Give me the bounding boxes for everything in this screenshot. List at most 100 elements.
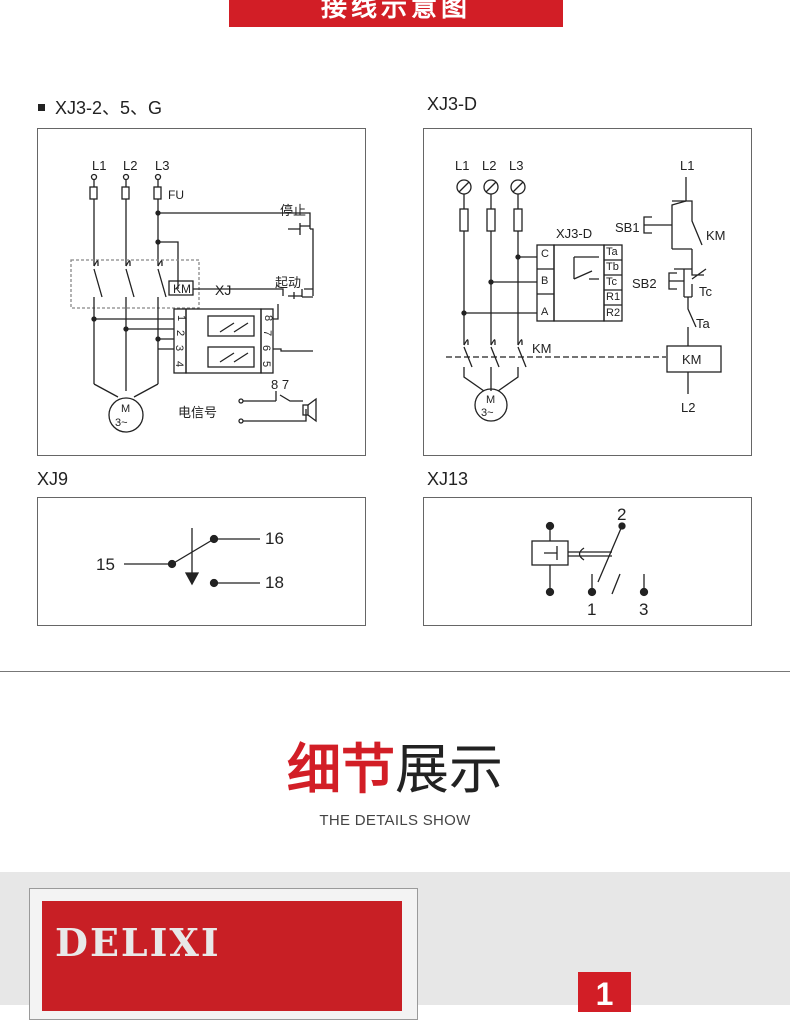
start-button — [288, 289, 313, 299]
label-sb2: SB2 — [632, 276, 657, 291]
sensor-wires — [94, 318, 174, 350]
terminal-ta: Ta — [606, 246, 619, 258]
label-sb1: SB1 — [615, 220, 640, 235]
label-l3: L3 — [509, 158, 523, 173]
fuse-2 — [121, 186, 130, 200]
label-km: KM — [173, 282, 191, 296]
contact-arcs — [93, 260, 163, 267]
label-km-contact: KM — [706, 228, 726, 243]
wiring-diagram-banner: 接线示意图 — [229, 0, 563, 27]
horn-icon — [307, 397, 317, 423]
label-motor-phase: 3~ — [481, 407, 494, 419]
section-label-xj13: XJ13 — [427, 469, 469, 489]
control-wire-top — [158, 212, 311, 289]
label-l1: L1 — [455, 158, 469, 173]
label-l2: L2 — [123, 158, 137, 173]
label-motor-m: M — [121, 403, 130, 415]
xj-output-wires — [273, 304, 313, 352]
phase-lines-upper — [93, 180, 159, 266]
sb1-km-contacts — [671, 200, 703, 269]
terminal-a: A — [541, 306, 549, 318]
motor-feed — [93, 383, 159, 398]
label-km: KM — [532, 341, 552, 356]
diagram-panel-xj9: 15 16 18 — [37, 497, 366, 626]
motor-circle — [108, 397, 144, 433]
wiring-diagram-xj3-25g: L1 L2 L3 FU 停止 起动 KM XJ 1 2 3 4 8 7 6 5 — [70, 158, 317, 433]
pin-left-4: 4 — [173, 361, 185, 367]
terminal-r1: R1 — [606, 291, 620, 303]
junction-dot — [155, 239, 161, 245]
label-stop: 停止 — [280, 203, 306, 218]
label-xj: XJ — [215, 282, 231, 298]
diagram-panel-xj3-25g: L1 L2 L3 FU 停止 起动 KM XJ 1 2 3 4 8 7 6 5 — [37, 128, 366, 456]
label-motor-phase: 3~ — [115, 417, 128, 429]
xj13-link — [568, 547, 612, 561]
section-divider — [0, 671, 790, 672]
label-motor-m: M — [486, 394, 495, 406]
xj-module-body — [185, 308, 262, 374]
pin-right-8: 8 — [262, 315, 274, 321]
section-label-xj3-25g: XJ3-2、5、G — [38, 94, 162, 120]
xj-relay-lower — [207, 346, 255, 368]
device-contact — [573, 256, 599, 280]
sense-wires — [464, 256, 537, 314]
junction-dot — [155, 210, 161, 216]
wiring-diagram-xj3-d: L1 L2 L3 XJ3-D C B A Ta Tb Tc R1 R2 KM M… — [446, 158, 726, 422]
pin-left-2: 2 — [174, 330, 186, 336]
terminal-1: 1 — [587, 600, 596, 619]
pin-right-5: 5 — [260, 361, 272, 367]
diagram-panel-xj13: 2 1 3 — [423, 497, 752, 626]
terminal-16: 16 — [265, 529, 284, 548]
label-fu: FU — [168, 188, 184, 202]
label-ctrl-l1: L1 — [680, 158, 694, 173]
label-ctrl-l2: L2 — [681, 400, 695, 415]
phase-lines — [463, 194, 519, 345]
diagram-panel-xj3-d: L1 L2 L3 XJ3-D C B A Ta Tb Tc R1 R2 KM M… — [423, 128, 752, 456]
detail-number-badge: 1 — [578, 972, 631, 1012]
km-coil-box — [666, 345, 722, 373]
label-signal: 电信号 — [178, 405, 217, 420]
terminal-tc: Tc — [606, 276, 618, 288]
xj9-switch-lines — [124, 528, 260, 584]
label-l3: L3 — [155, 158, 169, 173]
label-87: 8 7 — [271, 377, 289, 392]
terminal-15: 15 — [96, 555, 115, 574]
pin-left-1: 1 — [175, 315, 187, 321]
label-tc: Tc — [699, 284, 713, 299]
details-title: 细节展示 — [0, 738, 790, 802]
wiring-diagram-xj13: 2 1 3 — [531, 505, 648, 619]
phase-lines-lower — [93, 297, 159, 384]
terminal-3: 3 — [639, 600, 648, 619]
pin-left-3: 3 — [173, 345, 185, 351]
terminal-18: 18 — [265, 573, 284, 592]
stop-button — [288, 223, 314, 296]
details-subtitle: THE DETAILS SHOW — [319, 812, 471, 829]
label-device: XJ3-D — [556, 226, 592, 241]
section-label-xj9: XJ9 — [37, 469, 69, 489]
label-start: 起动 — [275, 275, 301, 290]
label-ta: Ta — [696, 316, 711, 331]
terminal-b: B — [541, 275, 548, 287]
terminal-l2 — [122, 173, 130, 181]
wiring-diagram-xj9: 15 16 18 — [96, 528, 284, 592]
fuse-3 — [153, 186, 162, 200]
arrow-down-icon — [184, 572, 200, 586]
section-label-xj3-d: XJ3-D — [427, 94, 478, 114]
sb1-button — [643, 216, 672, 234]
fuse-1 — [89, 186, 98, 200]
details-title-black: 展示 — [395, 740, 503, 800]
xj13-contact-blade — [597, 525, 623, 583]
main-contacts — [93, 268, 167, 298]
label-l1: L1 — [92, 158, 106, 173]
label-l2: L2 — [482, 158, 496, 173]
terminal-tb: Tb — [606, 261, 619, 273]
horn-body — [302, 404, 309, 416]
brand-logo-text: DELIXI — [55, 920, 221, 965]
motor-circle — [474, 388, 508, 422]
terminal-r2: R2 — [606, 307, 620, 319]
pin-right-6: 6 — [260, 345, 272, 351]
xj-relay-upper — [207, 315, 255, 337]
terminal-l1 — [90, 173, 98, 181]
details-title-red: 细节 — [287, 740, 395, 800]
km-coil-box — [168, 280, 194, 296]
